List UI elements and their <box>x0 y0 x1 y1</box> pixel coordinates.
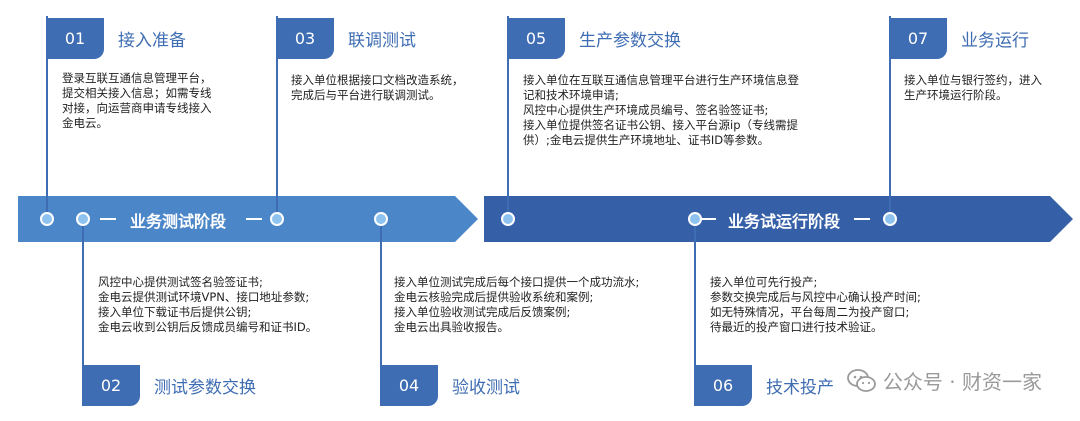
step-02-title: 测试参数交换 <box>154 378 256 398</box>
band-right-arrow <box>484 196 1073 242</box>
step-01-badge: 01 接入准备 <box>46 18 186 59</box>
dot-01 <box>40 212 54 226</box>
connector-01 <box>46 16 48 219</box>
step-07-badge: 07 业务运行 <box>889 18 1029 59</box>
step-06-badge: 06 技术投产 <box>694 365 834 406</box>
wechat-icon <box>847 368 876 392</box>
dot-02 <box>76 212 90 226</box>
step-05-badge: 05 生产参数交换 <box>507 18 681 59</box>
step-03-badge: 03 联调测试 <box>276 18 416 59</box>
step-01-title: 接入准备 <box>118 31 186 51</box>
connector-02 <box>82 219 84 405</box>
step-06-description: 接入单位可先行投产;参数交换完成后与风控中心确认投产时间;如无特殊情况，平台每周… <box>710 275 921 334</box>
step-05-title: 生产参数交换 <box>579 31 681 51</box>
step-05-number: 05 <box>507 18 565 59</box>
step-05-description: 接入单位在互联互通信息管理平台进行生产环境信息登记和技术环境申请;风控中心提供生… <box>523 73 799 147</box>
step-01-description: 登录互联互通信息管理平台，提交相关接入信息；如需专线对接，向运营商申请专线接入金… <box>62 71 212 130</box>
step-02-badge: 02 测试参数交换 <box>82 365 256 406</box>
connector-07 <box>889 16 891 219</box>
step-07-description: 接入单位与银行签约，进入生产环境运行阶段。 <box>904 73 1042 102</box>
dot-04 <box>374 212 388 226</box>
band-left-label: 业务测试阶段 <box>130 212 227 231</box>
step-03-title: 联调测试 <box>348 31 416 51</box>
step-03-description: 接入单位根据接口文档改造系统，完成后与平台进行联调测试。 <box>291 73 464 102</box>
step-03-number: 03 <box>276 18 334 59</box>
connector-06 <box>694 219 696 405</box>
dot-03 <box>270 212 284 226</box>
step-07-title: 业务运行 <box>961 31 1029 51</box>
connector-05 <box>507 16 509 219</box>
band-right-label: 业务试运行阶段 <box>728 212 841 231</box>
connector-04 <box>380 219 382 405</box>
step-04-number: 04 <box>380 365 438 406</box>
connector-03 <box>276 16 278 219</box>
step-02-description: 风控中心提供测试签名验签证书;金电云提供测试环境VPN、接口地址参数;接入单位下… <box>98 275 318 334</box>
step-04-badge: 04 验收测试 <box>380 365 520 406</box>
step-04-description: 接入单位测试完成后每个接口提供一个成功流水;金电云核验完成后提供验收系统和案例;… <box>394 275 640 334</box>
watermark: 公众号 · 财资一家 <box>847 366 1042 395</box>
step-04-title: 验收测试 <box>452 378 520 398</box>
step-02-number: 02 <box>82 365 140 406</box>
watermark-text: 公众号 · 财资一家 <box>882 370 1042 394</box>
step-01-number: 01 <box>46 18 104 59</box>
dot-05 <box>501 212 515 226</box>
dot-07 <box>883 212 897 226</box>
step-07-number: 07 <box>889 18 947 59</box>
step-06-title: 技术投产 <box>766 378 834 398</box>
step-06-number: 06 <box>694 365 752 406</box>
